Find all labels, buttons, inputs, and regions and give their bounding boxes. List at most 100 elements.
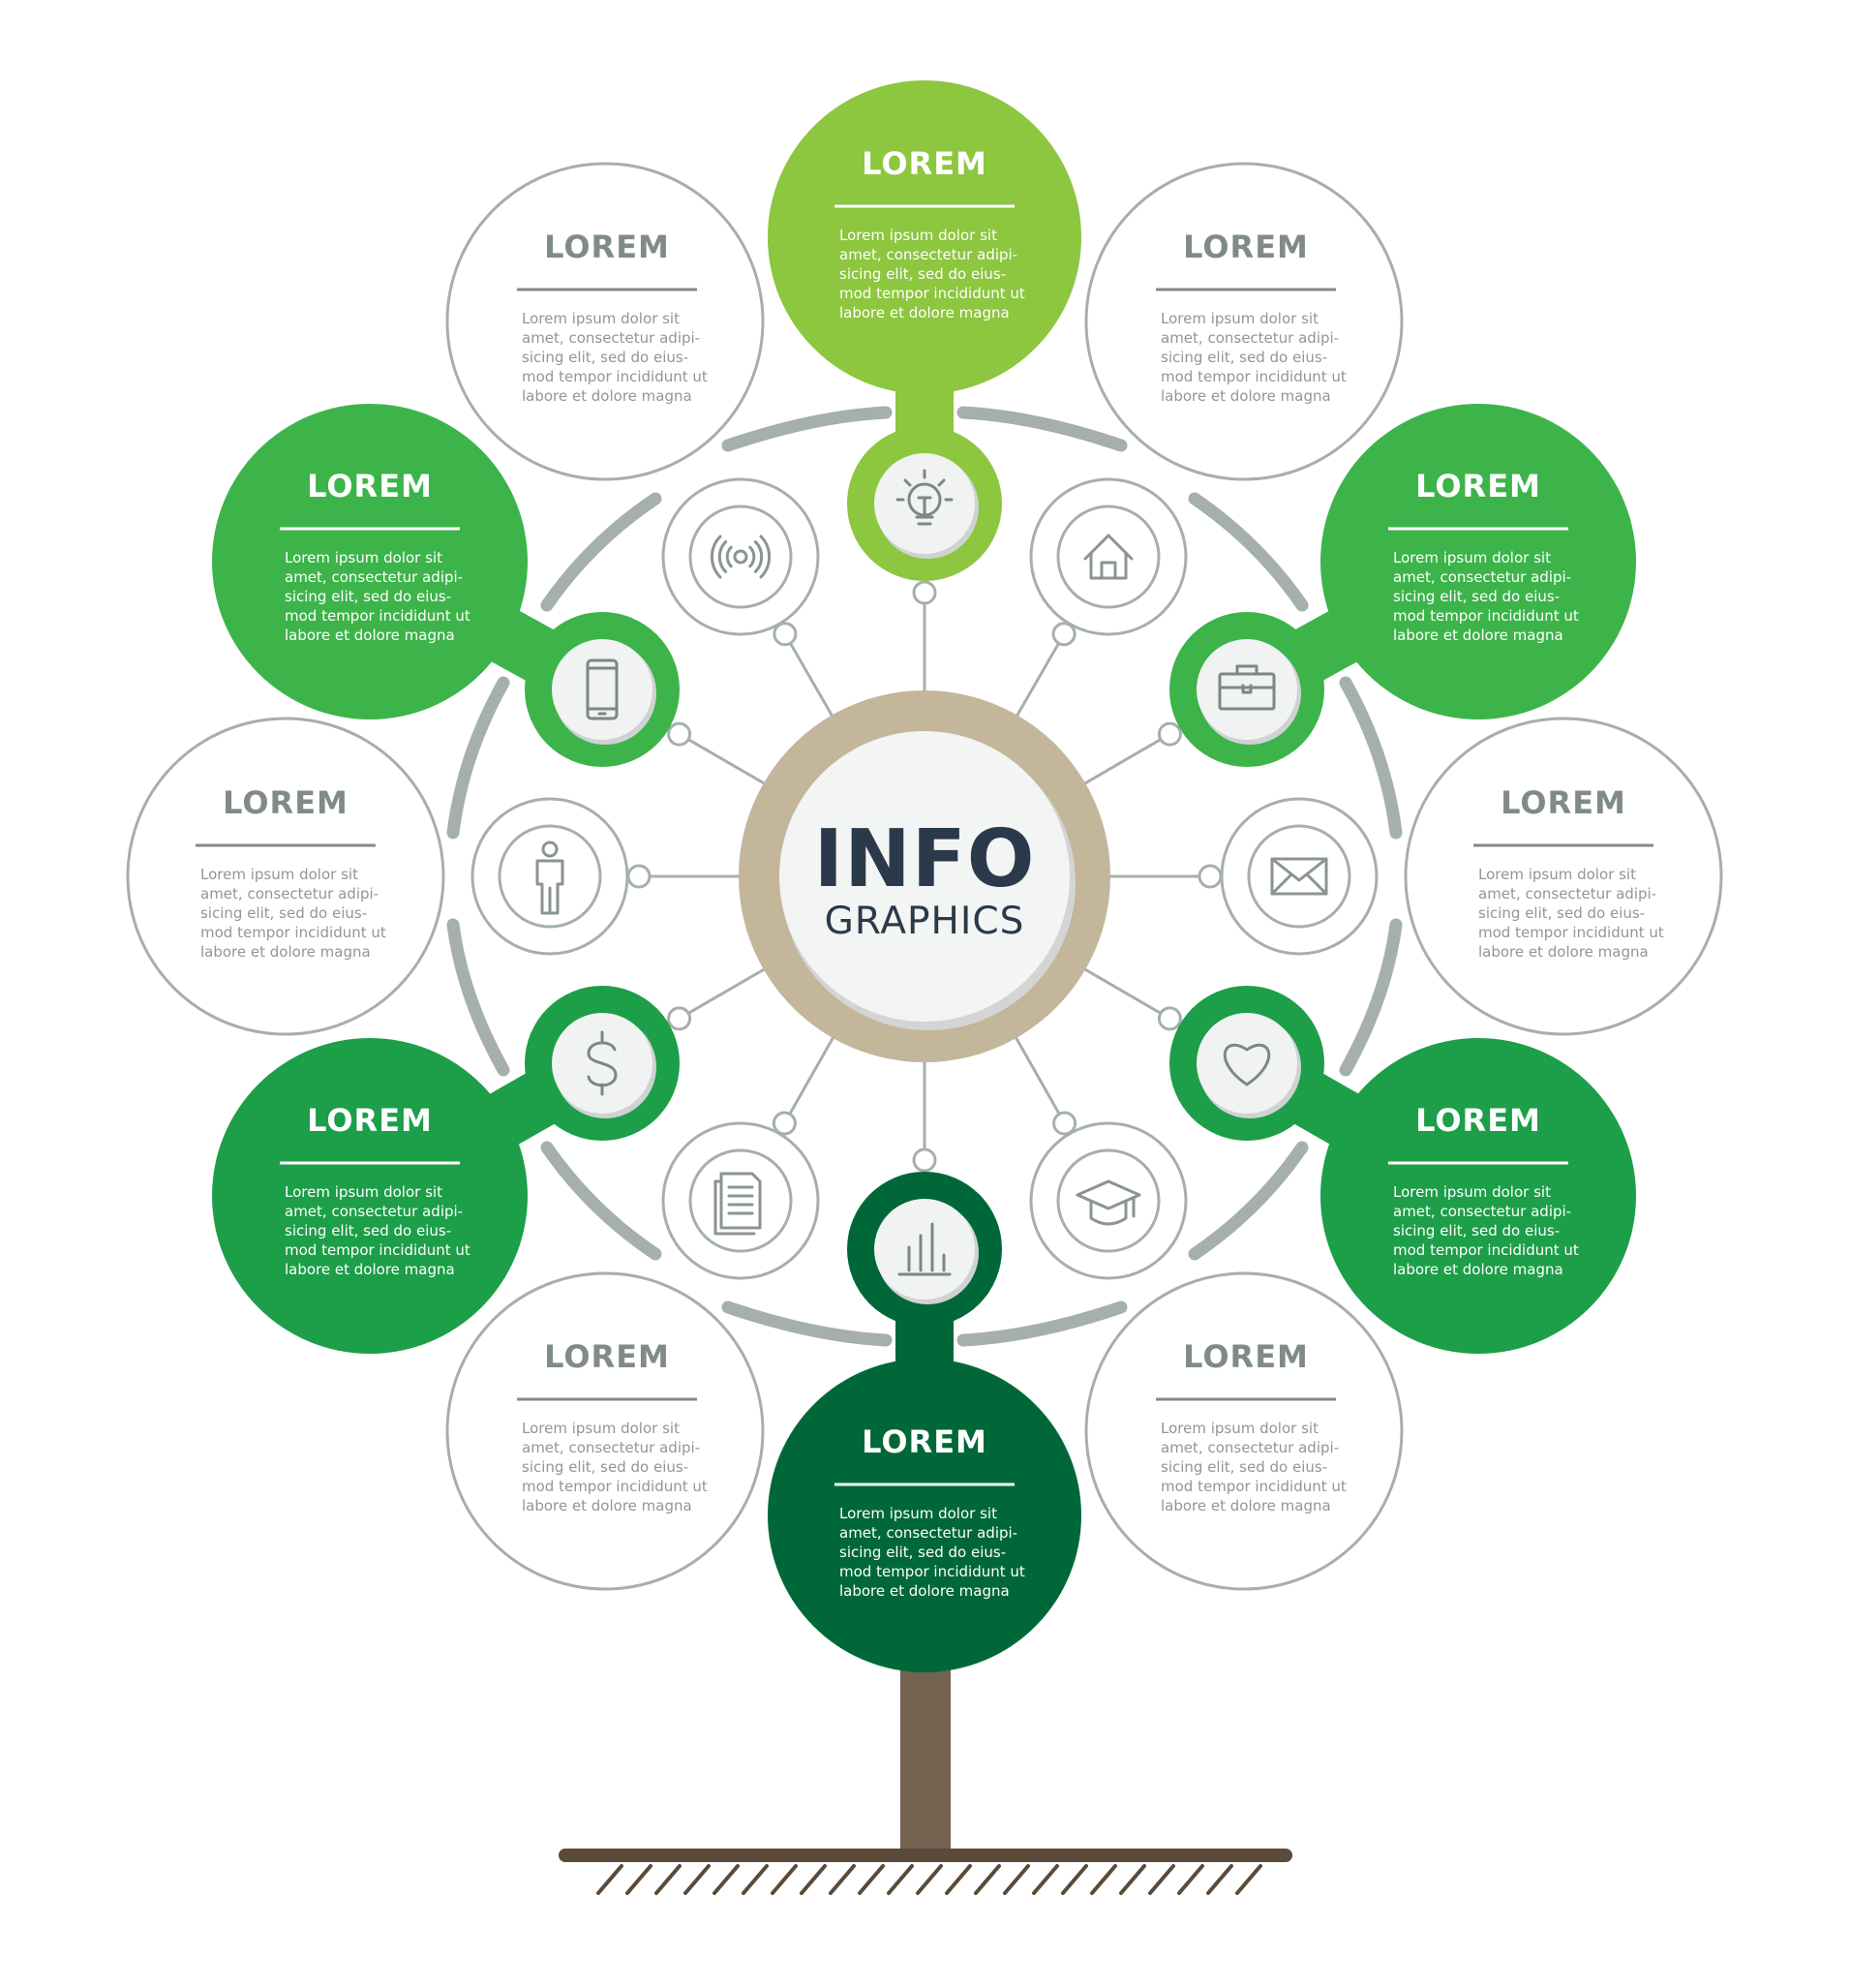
bubble-circle — [126, 717, 445, 1036]
ground-hatch-line — [742, 1864, 769, 1895]
bubble-body-line: sicing elit, sed do eius- — [1161, 1458, 1327, 1476]
bubble-neck-fill — [1131, 1250, 1181, 1312]
bubble-header: LOREM — [1183, 1338, 1309, 1375]
bubble-body-line: Lorem ipsum dolor sit — [522, 310, 680, 327]
bubble-neck-fill — [667, 442, 719, 506]
connector-arc — [446, 676, 510, 840]
bubble-body-line: sicing elit, sed do eius- — [522, 349, 688, 366]
bubble-body-line: amet, consectetur adipi- — [839, 246, 1017, 263]
icon-circle-bottom — [847, 1172, 1002, 1327]
bubble-lower-right-outline: LOREM Lorem ipsum dolor sit amet, consecte… — [1084, 1199, 1404, 1591]
bubble-body-line: Lorem ipsum dolor sit — [1161, 1420, 1319, 1437]
bubble-neck-fill — [1130, 442, 1182, 506]
bubble-body-line: Lorem ipsum dolor sit — [839, 227, 997, 244]
ground-hatch-line — [974, 1864, 1001, 1895]
bubble-circle — [212, 1038, 528, 1354]
spoke-knob — [626, 864, 652, 889]
info-bubbles: LOREM Lorem ipsum dolor sit amet, consecte… — [126, 80, 1723, 1672]
bubble-body-line: labore et dolore magna — [522, 387, 692, 405]
document-icon — [713, 1172, 762, 1236]
connector-arc — [956, 406, 1128, 452]
bubble-body-line: mod tempor incididunt ut — [200, 924, 386, 941]
bubble-body-line: Lorem ipsum dolor sit — [1393, 1183, 1551, 1201]
spoke-knob — [1157, 721, 1182, 747]
icon-circle-right-green-lower — [1169, 986, 1324, 1141]
envelope-icon — [1270, 857, 1328, 896]
ground-hatch-line — [945, 1864, 972, 1895]
bubble-circle — [445, 1271, 765, 1591]
person-icon — [535, 841, 564, 915]
ground-hatch-line — [916, 1864, 943, 1895]
bubble-body-line: Lorem ipsum dolor sit — [839, 1505, 997, 1522]
spoke-knob — [1052, 1111, 1077, 1136]
bubble-body-line: labore et dolore magna — [1393, 1261, 1563, 1278]
connector-arc — [721, 406, 893, 452]
ground-hatch-line — [858, 1864, 885, 1895]
icon-inner-ring — [1056, 1148, 1161, 1253]
icon-circle-left-green-upper — [525, 612, 680, 767]
lightbulb-icon — [895, 469, 954, 526]
bubble-header: LOREM — [544, 229, 670, 265]
bubble-body-line: amet, consectetur adipi- — [1393, 568, 1571, 586]
briefcase-icon — [1218, 664, 1276, 711]
bubble-body-line: labore et dolore magna — [839, 1582, 1010, 1600]
bubble-body-line: mod tempor incididunt ut — [522, 1478, 708, 1495]
spoke-knob — [912, 580, 937, 605]
bubble-body-line: Lorem ipsum dolor sit — [1393, 549, 1551, 566]
house-icon — [1083, 534, 1134, 580]
spoke-knob — [1198, 864, 1223, 889]
bubble-header: LOREM — [223, 784, 349, 821]
ground-hatch-line — [596, 1864, 623, 1895]
connector-arc — [446, 918, 510, 1077]
bubble-header: LOREM — [1183, 229, 1309, 265]
bubble-circle — [212, 404, 528, 719]
bubble-body-line: sicing elit, sed do eius- — [285, 588, 451, 605]
smartphone-icon — [586, 658, 619, 720]
bubble-body-line: sicing elit, sed do eius- — [1478, 904, 1645, 922]
bubble-body-line: amet, consectetur adipi- — [285, 1203, 463, 1220]
tree-trunk-group — [559, 1666, 1292, 1895]
icon-circle-top — [847, 426, 1002, 581]
ground-hatching — [596, 1864, 1262, 1895]
bubble-body-line: mod tempor incididunt ut — [1478, 924, 1664, 941]
bubble-body-line: sicing elit, sed do eius- — [839, 265, 1006, 283]
ground-hatch-line — [1119, 1864, 1146, 1895]
icon-inner-ring — [498, 824, 602, 929]
ground-hatch-line — [887, 1864, 914, 1895]
bubble-body-line: labore et dolore magna — [285, 627, 455, 644]
icon-disc — [552, 639, 652, 740]
bubble-body-line: sicing elit, sed do eius- — [285, 1222, 451, 1239]
bubble-header: LOREM — [862, 1423, 987, 1460]
bubble-body-line: sicing elit, sed do eius- — [522, 1458, 688, 1476]
icon-inner-ring — [1056, 505, 1161, 609]
bubble-body-line: amet, consectetur adipi- — [522, 329, 700, 347]
bubble-body-line: amet, consectetur adipi- — [1161, 329, 1339, 347]
bubble-body-line: labore et dolore magna — [522, 1497, 692, 1514]
bubble-header: LOREM — [307, 1102, 433, 1139]
bubble-body-line: mod tempor incididunt ut — [1393, 607, 1579, 625]
icon-disc — [1197, 1013, 1297, 1114]
bubble-body-line: labore et dolore magna — [1478, 943, 1649, 961]
bubble-upper-right-outline: LOREM Lorem ipsum dolor sit amet, consecte… — [1084, 162, 1404, 559]
bubble-body-line: sicing elit, sed do eius- — [200, 904, 367, 922]
bubble-body-line: amet, consectetur adipi- — [522, 1439, 700, 1456]
bubble-body-line: Lorem ipsum dolor sit — [1161, 310, 1319, 327]
bubble-body-line: amet, consectetur adipi- — [1478, 885, 1656, 902]
bubble-circle — [445, 162, 765, 481]
connector-arc — [1339, 676, 1403, 840]
bubble-body-line: mod tempor incididunt ut — [1161, 368, 1347, 385]
bubble-body-line: amet, consectetur adipi- — [200, 885, 379, 902]
bubble-body-line: mod tempor incididunt ut — [839, 285, 1025, 302]
icon-circle-upper-left-outline — [661, 477, 820, 636]
ground-hatch-line — [771, 1864, 798, 1895]
bubble-circle — [768, 80, 1081, 394]
connector-arc — [1339, 918, 1403, 1077]
bubble-body-line: amet, consectetur adipi- — [1161, 1439, 1339, 1456]
ground-hatch-line — [800, 1864, 827, 1895]
bubble-body-line: mod tempor incididunt ut — [285, 1241, 470, 1259]
connector-arc — [1188, 1141, 1309, 1261]
spoke-knob — [1051, 622, 1077, 647]
bubble-body-line: labore et dolore magna — [200, 943, 371, 961]
